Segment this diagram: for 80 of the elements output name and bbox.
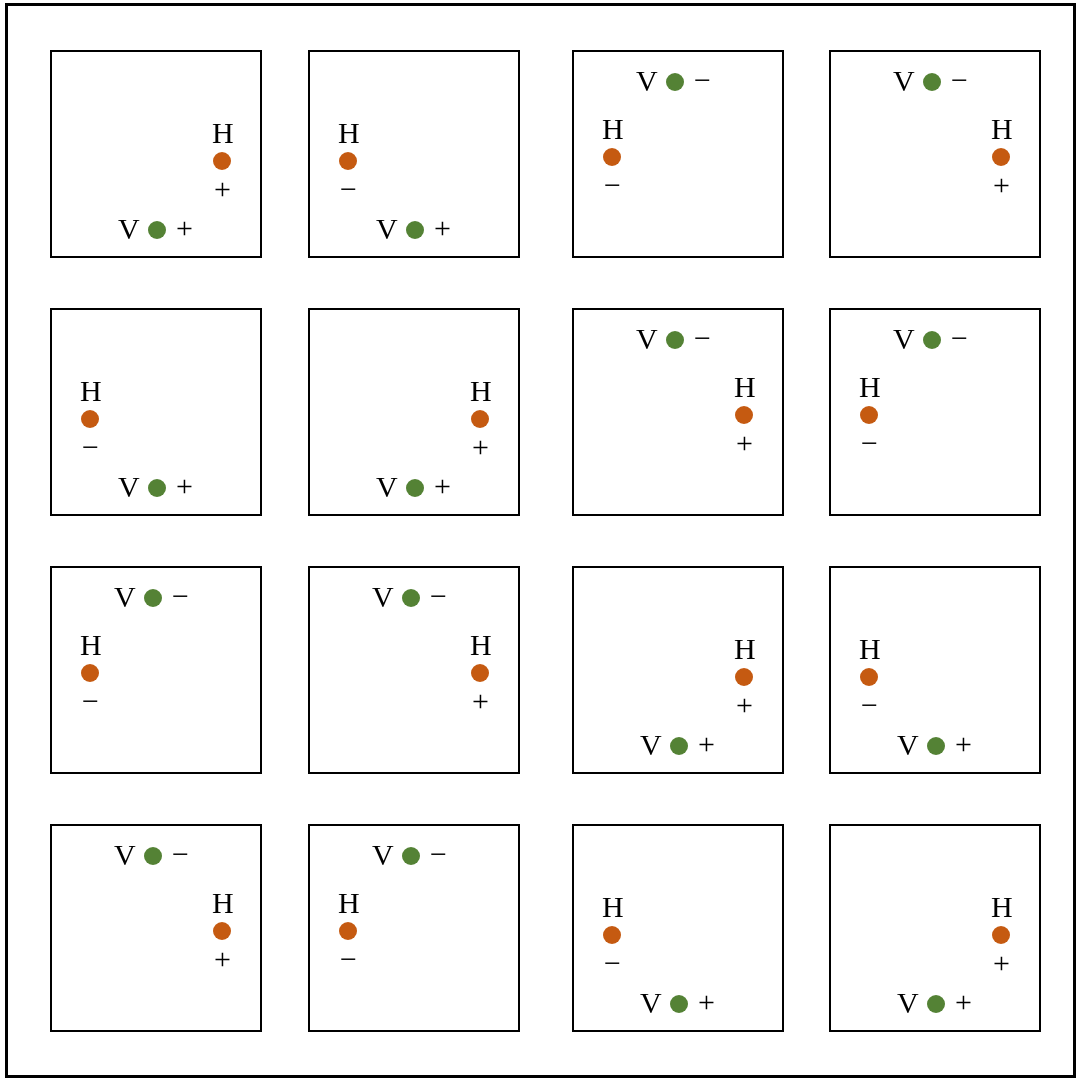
square-panel xyxy=(308,308,520,516)
letter-label: H xyxy=(212,888,234,918)
sign-label: + xyxy=(434,471,451,501)
sign-label: + xyxy=(176,471,193,501)
letter-label: H xyxy=(80,630,102,660)
letter-label: V xyxy=(897,730,919,760)
sign-label: − xyxy=(82,686,99,716)
letter-label: H xyxy=(212,118,234,148)
square-panel xyxy=(572,50,784,258)
sign-label: + xyxy=(955,729,972,759)
square-panel xyxy=(829,308,1041,516)
letter-label: V xyxy=(118,472,140,502)
sign-label: + xyxy=(214,944,231,974)
letter-label: H xyxy=(602,892,624,922)
square-panel xyxy=(829,566,1041,774)
letter-label: H xyxy=(991,114,1013,144)
letter-label: H xyxy=(991,892,1013,922)
square-panel xyxy=(308,566,520,774)
letter-label: V xyxy=(893,324,915,354)
letter-label: V xyxy=(897,988,919,1018)
letter-label: V xyxy=(376,472,398,502)
sign-label: − xyxy=(604,170,621,200)
letter-label: V xyxy=(893,66,915,96)
square-panel xyxy=(50,50,262,258)
sign-label: + xyxy=(176,213,193,243)
sign-label: + xyxy=(434,213,451,243)
sign-label: + xyxy=(472,432,489,462)
square-panel xyxy=(829,824,1041,1032)
letter-label: V xyxy=(114,840,136,870)
square-panel xyxy=(50,824,262,1032)
sign-label: + xyxy=(698,729,715,759)
letter-label: H xyxy=(602,114,624,144)
sign-label: − xyxy=(430,581,447,611)
sign-label: − xyxy=(340,944,357,974)
square-panel xyxy=(50,308,262,516)
letter-label: V xyxy=(118,214,140,244)
square-panel xyxy=(829,50,1041,258)
sign-label: + xyxy=(993,948,1010,978)
letter-label: H xyxy=(470,630,492,660)
sign-label: − xyxy=(82,432,99,462)
letter-label: H xyxy=(734,372,756,402)
sign-label: + xyxy=(736,428,753,458)
letter-label: V xyxy=(640,988,662,1018)
sign-label: − xyxy=(430,839,447,869)
sign-label: + xyxy=(993,170,1010,200)
letter-label: H xyxy=(338,888,360,918)
sign-label: − xyxy=(694,323,711,353)
square-panel xyxy=(572,566,784,774)
sign-label: + xyxy=(955,987,972,1017)
letter-label: V xyxy=(636,324,658,354)
sign-label: − xyxy=(951,65,968,95)
square-panel xyxy=(308,824,520,1032)
sign-label: + xyxy=(698,987,715,1017)
letter-label: H xyxy=(80,376,102,406)
sign-label: − xyxy=(340,174,357,204)
letter-label: H xyxy=(470,376,492,406)
letter-label: V xyxy=(114,582,136,612)
sign-label: − xyxy=(604,948,621,978)
sign-label: + xyxy=(736,690,753,720)
letter-label: V xyxy=(640,730,662,760)
letter-label: H xyxy=(338,118,360,148)
sign-label: − xyxy=(172,581,189,611)
sign-label: − xyxy=(951,323,968,353)
square-panel xyxy=(572,308,784,516)
letter-label: V xyxy=(376,214,398,244)
sign-label: − xyxy=(861,428,878,458)
sign-label: + xyxy=(472,686,489,716)
letter-label: H xyxy=(859,634,881,664)
letter-label: V xyxy=(636,66,658,96)
square-panel xyxy=(572,824,784,1032)
sign-label: − xyxy=(694,65,711,95)
letter-label: V xyxy=(372,582,394,612)
square-panel xyxy=(50,566,262,774)
letter-label: H xyxy=(859,372,881,402)
sign-label: − xyxy=(861,690,878,720)
sign-label: + xyxy=(214,174,231,204)
letter-label: H xyxy=(734,634,756,664)
square-panel xyxy=(308,50,520,258)
sign-label: − xyxy=(172,839,189,869)
letter-label: V xyxy=(372,840,394,870)
